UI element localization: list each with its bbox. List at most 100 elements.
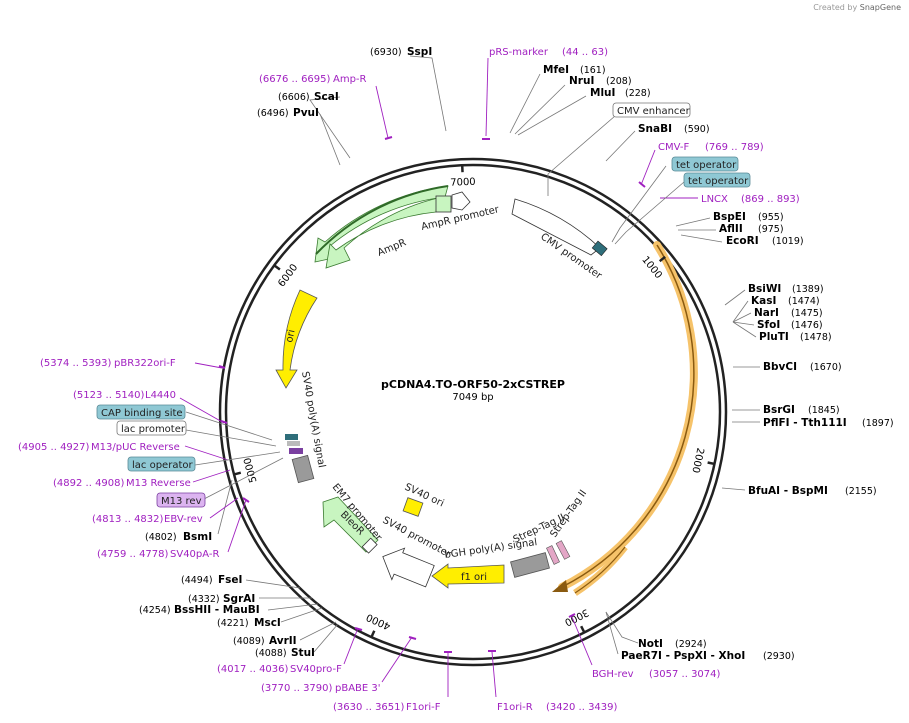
primer-mark [384, 136, 393, 140]
m13-puc-leader [184, 445, 229, 461]
site-pos: (1389) [792, 284, 824, 295]
lac-promoter-mark [287, 441, 300, 446]
primer-range: (3420 .. 3439) [546, 702, 618, 713]
primer-name: EBV-rev [164, 514, 203, 525]
ebv-rev-leader [209, 497, 239, 519]
primer-range: (869 .. 893) [741, 194, 800, 205]
site-name: PflFI - Tth111I [763, 417, 847, 429]
amp-r-leader [375, 85, 389, 139]
tick-mark [273, 264, 281, 271]
sv40-polya-label: SV40 poly(A) signal [299, 371, 327, 469]
paer7i-leader [605, 611, 619, 655]
ampr-arrow [325, 197, 439, 269]
tick-label: 7000 [450, 177, 476, 189]
restriction-sites: (6930) SspI MfeI (161) NruI (208) MluI (… [139, 46, 894, 662]
site-name: SgrAI [223, 593, 255, 605]
tet-operator-label-2: tet operator [688, 176, 749, 187]
cmv-f-leader [640, 149, 656, 186]
site-name: EcoRI [726, 235, 759, 247]
site-name: BsiWI [748, 283, 781, 295]
site-name: NotI [638, 638, 663, 650]
primer-name: L4440 [145, 390, 176, 401]
msci-leader [280, 607, 323, 623]
m13-rev-leader [203, 457, 284, 500]
tick-label: 6000 [276, 262, 300, 289]
snabi-leader [605, 130, 636, 162]
site-pos: (1476) [791, 320, 823, 331]
primer-name: pRS-marker [489, 47, 549, 58]
site-pos: (1897) [862, 418, 894, 429]
lac-promoter-leader [185, 429, 277, 447]
lac-operator-box [127, 456, 196, 472]
site-name: AflII [719, 223, 743, 235]
tick-label: 2000 [689, 447, 705, 474]
primer-name: pBABE 3' [335, 683, 381, 694]
site-name: NarI [754, 307, 779, 319]
tet-operator-mark [591, 240, 608, 257]
f1-ori-arrow [431, 563, 505, 589]
lac-operator-mark [285, 434, 298, 440]
primer-range: (4759 .. 4778) [97, 549, 169, 560]
sfoi-leader [732, 321, 755, 326]
primer-range: (5123 .. 5140) [73, 390, 145, 401]
stui-leader [313, 623, 339, 653]
primer-range: (4892 .. 4908) [53, 478, 125, 489]
tick-label: 1000 [639, 254, 664, 281]
site-pos: (1670) [810, 362, 842, 373]
tet-leader-2 [614, 181, 685, 245]
tet-operator-box-1 [671, 156, 739, 172]
ampr-arrow-line [315, 185, 449, 255]
tet-operator-label-1: tet operator [676, 160, 737, 171]
credit-created-by: Created by [813, 3, 858, 12]
primer-name: SV40pro-F [290, 664, 342, 675]
primer-mark [220, 420, 228, 424]
primer-name: M13 Reverse [126, 478, 191, 489]
site-name: BsmI [183, 531, 212, 543]
site-name: FseI [218, 574, 242, 586]
site-name: SnaBI [638, 123, 672, 135]
orf-arc-line [561, 244, 695, 588]
primer-name: CMV-F [658, 142, 689, 153]
cap-leader [185, 411, 273, 441]
site-pos: (4221) [217, 618, 249, 629]
primer-mark [354, 627, 363, 631]
em7-promoter-box [361, 537, 378, 554]
site-pos: (6496) [257, 108, 289, 119]
backbone-outer-ring [218, 157, 728, 667]
site-name: MluI [590, 87, 615, 99]
strep-tag-1 [546, 545, 560, 565]
primer-range: (3630 .. 3651) [333, 702, 405, 713]
tick-mark [707, 461, 715, 466]
primers: pRS-marker (44 .. 63) (6676 .. 6695) Amp… [18, 47, 800, 713]
f1ori-r-leader [491, 651, 497, 698]
site-name: SfoI [757, 319, 780, 331]
ori-arrow [275, 289, 318, 389]
site-name: MfeI [543, 64, 569, 76]
cmv-enhancer-leader [547, 115, 616, 196]
primer-name: F1ori-R [497, 702, 533, 713]
lac-operator-label: lac operator [132, 460, 193, 471]
site-name: SspI [407, 46, 432, 58]
site-name: PvuI [293, 107, 319, 119]
primer-range: (769 .. 789) [705, 142, 764, 153]
sv40-polya-box [291, 454, 315, 484]
nrui-leader [514, 84, 566, 135]
site-pos: (975) [758, 224, 784, 235]
plasmid-name: pCDNA4.TO-ORF50-2xCSTREP [381, 378, 565, 391]
site-pos: (4802) [145, 532, 177, 543]
m13-rev-box [156, 492, 206, 508]
ori-label: ori [284, 329, 297, 344]
site-pos: (590) [684, 124, 710, 135]
strep-tag-label-2: Strep-Tag II [548, 488, 589, 540]
sv40-promoter-arrow [382, 547, 435, 588]
primer-range: (5374 .. 5393) [40, 358, 112, 369]
bspei-leader [675, 217, 711, 227]
site-pos: (4254) [139, 605, 171, 616]
primer-range: (3770 .. 3790) [261, 683, 333, 694]
primer-name: F1ori-F [406, 702, 441, 713]
f1-ori-feature: f1 ori [431, 563, 505, 589]
m13-rev-label: M13 rev [161, 496, 202, 507]
ori-feature: ori [275, 289, 318, 389]
cmv-enhancer-box [612, 102, 691, 118]
